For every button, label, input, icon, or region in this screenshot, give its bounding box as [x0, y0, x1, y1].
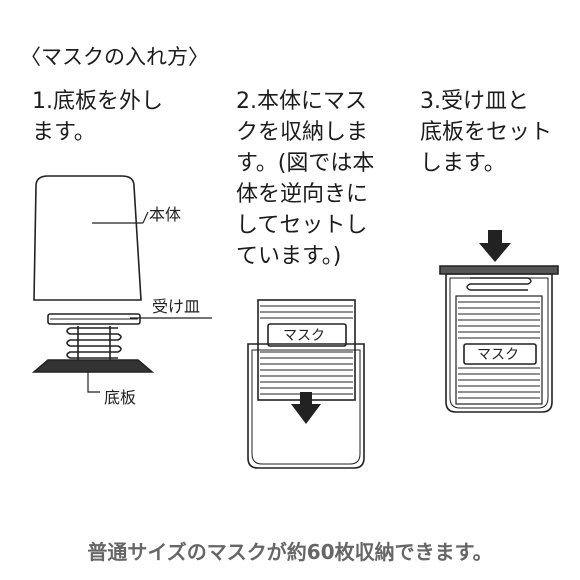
step-1-line: 1.底板を外し [32, 89, 163, 114]
step-2-line: 体を逆向きに [236, 182, 369, 207]
mask-tag-shape [267, 323, 347, 347]
tray-shape [439, 265, 559, 275]
step-2-line: してセットし [236, 213, 368, 238]
base-shape [31, 359, 155, 373]
spring-shape [466, 277, 532, 291]
body-shape [33, 175, 142, 301]
step-2-line: す。(図では本 [236, 151, 375, 176]
down-arrow-icon [291, 392, 321, 424]
step-1-line: ます。 [32, 120, 96, 145]
step-1-text: 1.底板を外し ます。 [32, 86, 163, 148]
base-label: 底板 [104, 388, 137, 407]
mask-label: マスク [283, 328, 325, 344]
spring-shape [66, 326, 122, 362]
container-shape [247, 343, 365, 469]
footer-caption: 普通サイズのマスクが約60枚収納できます。 [87, 540, 493, 564]
step-2-line: 2.本体にマス [236, 89, 367, 114]
body-label: 本体 [149, 205, 182, 224]
mask-label: マスク [477, 347, 519, 363]
page-heading: 〈マスクの入れ方〉 [20, 45, 209, 69]
tray-label: 受け皿 [152, 297, 201, 316]
step-3-line: します。 [420, 151, 506, 176]
step-3-line: 底板をセット [420, 120, 553, 145]
mask-tag-shape [463, 343, 537, 365]
down-arrow-icon [479, 230, 511, 262]
step-3-text: 3.受け皿と 底板をセット します。 [420, 86, 552, 179]
step-3-line: 3.受け皿と [420, 89, 529, 114]
step-2-line: ています。) [236, 244, 342, 269]
step-2-line: クを収納しま [236, 120, 369, 145]
step-2-text: 2.本体にマス クを収納しま す。(図では本 体を逆向きに してセットし ていま… [236, 86, 374, 272]
